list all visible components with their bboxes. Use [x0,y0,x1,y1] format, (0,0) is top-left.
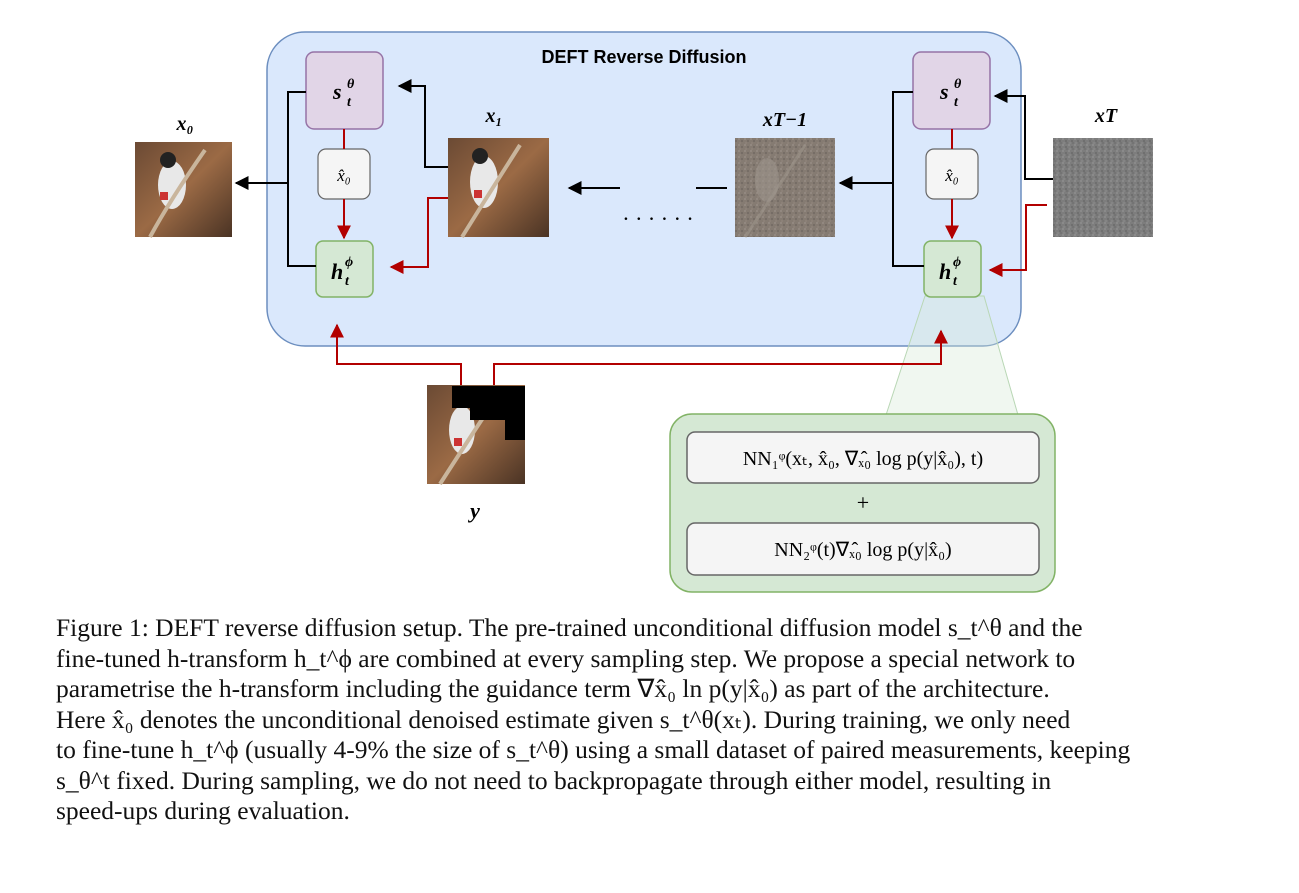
bracket-right [892,91,924,267]
nn-box-1-label: NN₁ᵠ(xₜ, x̂₀, ∇ₓ̂₀ log p(y|x̂₀), t) [743,448,983,470]
score-model-right-sub: t [954,95,959,110]
h-right-sup: ϕ [953,255,961,270]
label-xT-minus-1: xT−1 [762,109,807,131]
score-model-left-sup: θ [347,77,355,92]
h-transform-left [315,240,374,298]
score-model-left [305,51,384,130]
red-y-to-h-left [330,323,462,385]
xhat-left-label: x̂₀ [336,166,351,185]
red-y-to-h-right [493,329,948,385]
label-xT: xT [1094,105,1118,127]
caption-line-4: Here x̂₀ denotes the unconditional denoi… [56,704,1071,734]
caption-line-1: Figure 1: DEFT reverse diffusion setup. … [56,613,1083,642]
figure-caption: Figure 1: DEFT reverse diffusion setup. … [56,613,1246,827]
h-left-sub: t [345,274,350,289]
nn-box-1 [686,431,1040,484]
caption-line-5: to fine-tune h_t^ϕ (usually 4-9% the siz… [56,735,1131,764]
caption-line-2: fine-tuned h-transform h_t^ϕ are combine… [56,643,1076,673]
image-x1 [448,138,549,239]
panel-title: DEFT Reverse Diffusion [541,47,746,67]
h-right-label: h [939,259,951,284]
caption-line-3: parametrise the h-transform including th… [56,674,1050,703]
score-model-right [912,51,991,130]
nn-plus: + [857,490,869,515]
arrow-x1-to-s-left [397,79,448,168]
deft-diagram: DEFT Reverse Diffusion s θ t x̂₀ h ϕ t s… [135,31,1153,593]
label-x1: x₁ [485,105,503,127]
nn-box-2 [686,522,1040,576]
bracket-left [287,91,316,267]
image-xT [1053,138,1153,237]
h-left-label: h [331,259,343,284]
reverse-diffusion-panel [266,31,1022,347]
image-y [427,385,525,486]
arrow-xT-to-s-right [993,89,1053,180]
label-y: y [467,498,480,523]
score-model-left-sub: t [347,95,352,110]
caption-line-7: speed-ups during evaluation. [56,796,350,825]
label-x0: x₀ [176,113,194,135]
score-model-left-label: s [332,79,342,104]
ellipsis: · · · · · · [622,206,693,231]
image-xT-minus-1 [735,138,835,238]
h-transform-right [923,240,982,298]
score-model-right-sup: θ [954,77,962,92]
caption-line-6: s_θ^t fixed. During sampling, we do not … [56,765,1052,795]
image-x0 [135,142,232,238]
score-model-right-label: s [939,79,949,104]
red-xT-to-h-right [988,204,1047,277]
red-x1-to-h-left [389,197,448,274]
h-right-sub: t [953,274,958,289]
h-left-sup: ϕ [345,255,353,270]
xhat-right-label: x̂₀ [944,166,959,185]
nn-box-2-label: NN₂ᵠ(t)∇ₓ̂₀ log p(y|x̂₀) [774,539,951,561]
